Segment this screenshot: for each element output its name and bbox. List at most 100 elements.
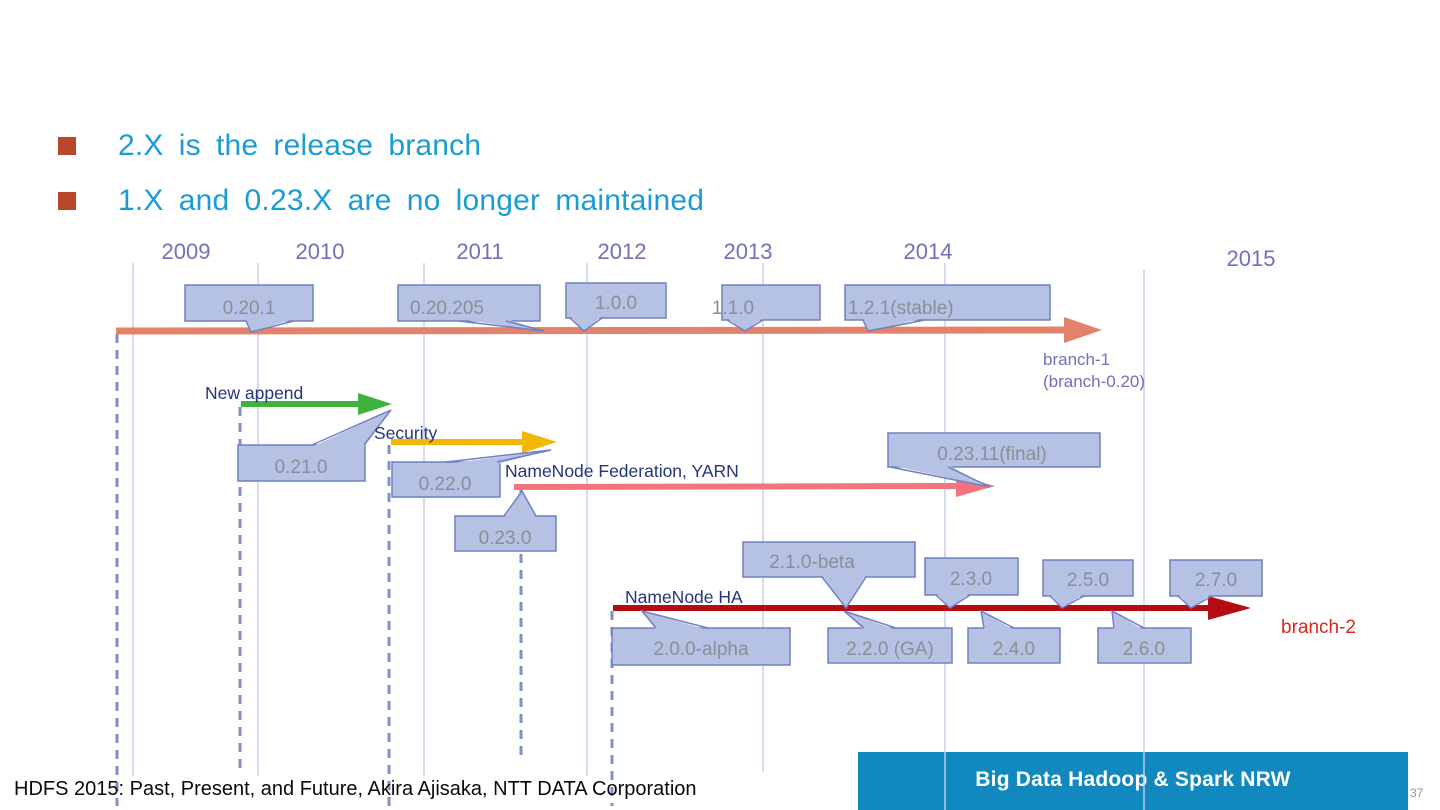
callout-tail <box>504 491 536 518</box>
callout-2-2-0-ga: 2.2.0 (GA) <box>827 610 953 664</box>
callout-2-4-0: 2.4.0 <box>967 609 1061 664</box>
bullet-marker <box>58 137 76 155</box>
callout-tail-border <box>862 319 926 332</box>
callout-tail-border <box>1049 595 1085 609</box>
callout-label: 0.22.0 <box>419 474 472 495</box>
year-label-2014: 2014 <box>903 239 953 264</box>
callout-tail-border <box>1111 609 1145 629</box>
callout-0-20-205: 0.20.205 <box>397 284 545 332</box>
bullet-item-1: 2.X is the release branch <box>118 129 482 162</box>
year-gridlines <box>132 263 1145 810</box>
callout-label: 0.20.1 <box>223 298 276 319</box>
callout-tail-border <box>245 320 295 333</box>
callout-2-3-0: 2.3.0 <box>924 557 1019 609</box>
year-label-2012: 2012 <box>597 239 647 264</box>
callout-box <box>887 432 1101 468</box>
callout-box <box>565 282 667 319</box>
callout-1-2-1-stable: 1.2.1(stable) <box>844 284 1051 332</box>
callout-box <box>967 627 1061 664</box>
callout-tail <box>1178 594 1212 608</box>
banner-title: Big Data Hadoop & Spark NRW <box>975 768 1291 791</box>
callout-label: 2.1.0-beta <box>769 552 855 573</box>
callout-label: 2.4.0 <box>993 639 1035 660</box>
callout-label: 1.1.0 <box>712 298 754 319</box>
page-number: 37 <box>1410 786 1424 800</box>
callout-tail-border <box>569 317 603 332</box>
callout-label: 0.23.11(final) <box>937 444 1047 465</box>
callout-box <box>924 557 1019 596</box>
callout-tail <box>727 318 763 331</box>
namenode-ha-label: NameNode HA <box>625 587 743 607</box>
callout-2-1-0-beta: 2.1.0-beta <box>742 541 916 610</box>
callout-tail <box>1050 594 1084 608</box>
callout-box <box>611 627 791 666</box>
callout-label: 2.6.0 <box>1123 639 1165 660</box>
callout-tail-border <box>843 610 897 629</box>
callout-label: 0.20.205 <box>410 298 484 319</box>
callout-box <box>391 461 501 498</box>
callout-2-5-0: 2.5.0 <box>1042 559 1134 609</box>
callout-1-1-0: 1.1.0 <box>712 284 821 332</box>
callout-2-7-0: 2.7.0 <box>1169 559 1263 609</box>
callout-label: 2.3.0 <box>950 569 992 590</box>
new-append-arrowhead <box>358 393 392 415</box>
branch1-label-line1: branch-1 <box>1043 350 1111 369</box>
branch1-arrowhead <box>1064 317 1102 343</box>
callout-tail-border <box>311 409 392 446</box>
federation-label: NameNode Federation, YARN <box>505 461 739 481</box>
callout-label: 1.2.1(stable) <box>848 298 954 319</box>
callout-label: 2.5.0 <box>1067 570 1109 591</box>
callout-tail-border <box>639 609 709 629</box>
callout-0-23-0: 0.23.0 <box>454 489 557 552</box>
callout-tail-border <box>935 594 971 609</box>
callout-0-23-11-final: 0.23.11(final) <box>887 432 1101 488</box>
callout-tail-border <box>1177 595 1213 609</box>
callout-box <box>844 284 1051 321</box>
security-label: Security <box>374 423 438 443</box>
callout-label: 0.23.0 <box>479 528 532 549</box>
callout-label: 2.2.0 (GA) <box>846 639 934 660</box>
callout-tail-border <box>445 449 552 463</box>
year-label-2009: 2009 <box>161 239 211 264</box>
callout-tail-border <box>889 466 991 488</box>
branch1-label: branch-1 (branch-0.20) <box>1043 349 1145 393</box>
callout-label: 2.7.0 <box>1195 570 1237 591</box>
callout-box <box>1097 627 1192 664</box>
callout-box <box>454 515 557 552</box>
branch1-label-line2: (branch-0.20) <box>1043 372 1146 391</box>
new-append-label: New append <box>205 383 304 403</box>
branch1-arrow-line <box>115 326 1069 335</box>
year-label-2011: 2011 <box>456 239 504 264</box>
callout-box <box>397 284 541 322</box>
callout-0-22-0: 0.22.0 <box>391 449 552 498</box>
callout-label: 1.0.0 <box>595 293 637 314</box>
callout-2-6-0: 2.6.0 <box>1097 609 1192 664</box>
callout-0-21-0: 0.21.0 <box>237 409 392 482</box>
callout-tail <box>246 319 294 332</box>
bullet-marker <box>58 192 76 210</box>
callout-box <box>1042 559 1134 597</box>
callout-tail <box>570 316 602 331</box>
year-label-2013: 2013 <box>723 239 773 264</box>
callout-tail <box>822 575 866 608</box>
year-label-2015: 2015 <box>1226 246 1276 271</box>
bullet-item-2: 1.X and 0.23.X are no longer maintained <box>118 184 705 217</box>
callout-tail-border <box>503 489 537 517</box>
callout-tail-border <box>457 320 545 332</box>
callout-box <box>237 444 366 482</box>
callout-box <box>1169 559 1263 597</box>
callout-tail <box>936 593 970 608</box>
year-label-2010: 2010 <box>295 239 345 264</box>
security-arrowhead <box>522 431 557 453</box>
footer-banner: Big Data Hadoop & Spark NRW <box>858 752 1408 810</box>
branch2-label: branch-2 <box>1281 617 1356 638</box>
callout-tail-border <box>726 319 764 332</box>
footer-credit: HDFS 2015: Past, Present, and Future, Ak… <box>14 778 697 800</box>
callout-tail <box>863 318 925 331</box>
callout-tail-border <box>979 609 1015 629</box>
callout-tail-border <box>821 576 867 610</box>
branch2-arrowhead <box>1208 596 1251 620</box>
callout-1-0-0: 1.0.0 <box>565 282 667 332</box>
